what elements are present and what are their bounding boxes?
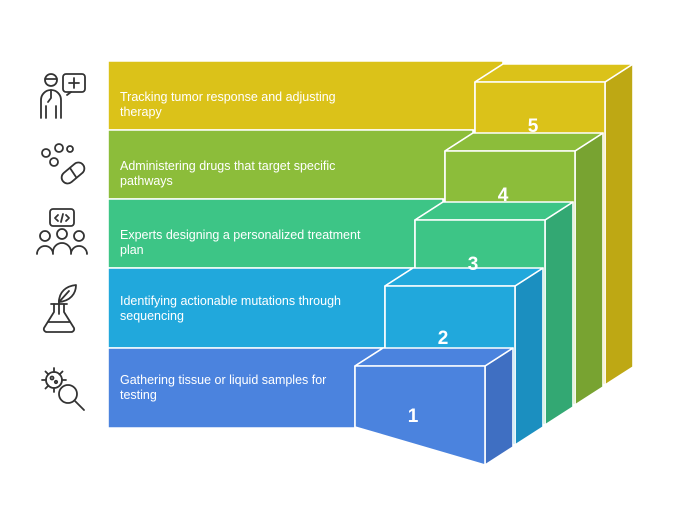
step-2-side-face: [514, 267, 544, 446]
step-5-top-face: [474, 63, 634, 83]
step-1-label: Gathering tissue or liquid samples for t…: [120, 373, 327, 402]
plant-flask-icon: [34, 280, 90, 336]
step-5-number: 5: [527, 116, 539, 137]
step-2-number: 2: [437, 328, 449, 349]
step-2-label: Identifying actionable mutations through…: [120, 294, 341, 323]
step-4-label: Administering drugs that target specific…: [120, 159, 336, 188]
doctor-monitor-icon: [34, 68, 90, 124]
step-1-side-face: [484, 347, 514, 466]
step-1-top-face: [354, 347, 514, 367]
step-1-number: 1: [407, 406, 419, 427]
step-5-label: Tracking tumor response and adjusting th…: [120, 90, 336, 119]
step-4-number: 4: [497, 185, 509, 206]
step-3-side-face: [544, 201, 574, 426]
step-1-front-face: [354, 365, 486, 466]
step-3-number: 3: [467, 254, 479, 275]
step-3-label: Experts designing a personalized treatme…: [120, 228, 361, 257]
step-5-side-face: [604, 63, 634, 386]
team-code-icon: [34, 206, 90, 262]
pill-capsule-icon: [34, 137, 90, 193]
microbe-magnifier-icon: [34, 358, 90, 414]
step-4-side-face: [574, 132, 604, 406]
